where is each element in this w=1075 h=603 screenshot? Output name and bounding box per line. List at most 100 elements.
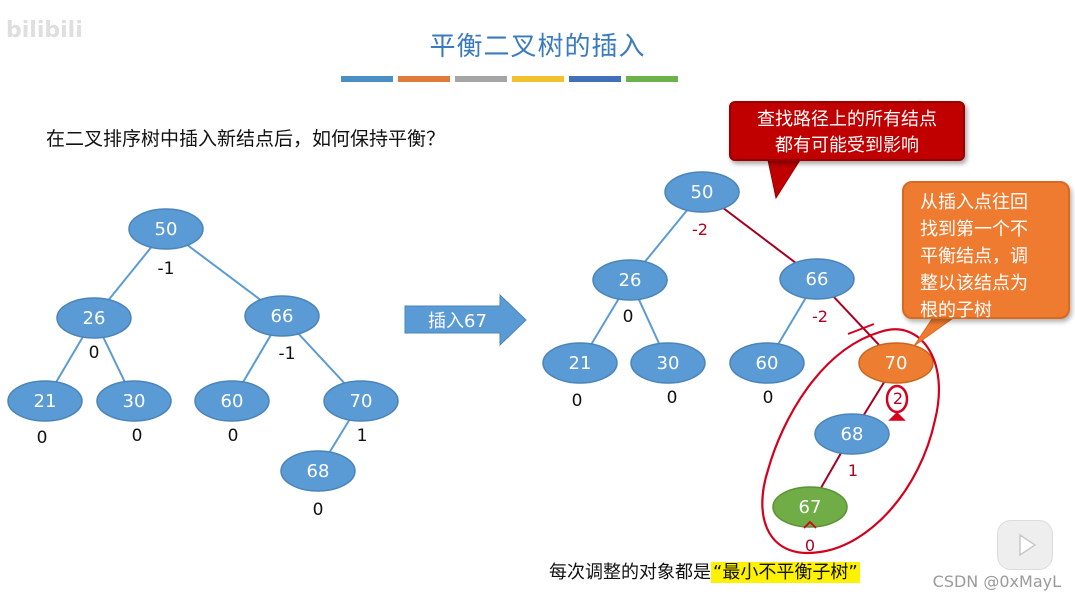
question-text: 在二叉排序树中插入新结点后，如何保持平衡？ <box>46 128 446 150</box>
left-balance-factor-21: 0 <box>37 428 48 448</box>
left-balance-factor-66: -1 <box>279 344 296 364</box>
bottom-note-prefix: 每次调整的对象都是 <box>549 562 711 583</box>
right-node-21: 21 <box>542 342 618 384</box>
right-balance-factor-30: 0 <box>667 388 678 408</box>
right-node-70: 70 <box>858 342 934 384</box>
left-balance-factor-70: 1 <box>357 426 368 446</box>
right-node-66-shape <box>779 258 855 300</box>
left-node-60-shape <box>194 380 270 422</box>
right-node-30-shape <box>630 342 706 384</box>
left-node-21: 21 <box>7 380 83 422</box>
edge-cut-mark <box>847 323 875 335</box>
right-balance-factor-68: 1 <box>848 461 858 480</box>
right-node-66-label: 66 <box>806 269 829 290</box>
right-node-60-label: 60 <box>756 353 779 374</box>
callout-orange-line-4: 整以该结点为 <box>920 273 1028 294</box>
left-node-60-label: 60 <box>221 391 244 412</box>
play-button[interactable] <box>997 520 1053 570</box>
callout-orange-line-1: 从插入点往回 <box>920 192 1028 213</box>
right-balance-factor-26: 0 <box>623 307 634 327</box>
left-node-21-shape <box>7 380 83 422</box>
right-node-60-shape <box>729 342 805 384</box>
balance-factor-2-mark <box>888 411 906 421</box>
left-node-26-label: 26 <box>83 308 106 329</box>
insert-arrow-shape <box>404 293 527 347</box>
right-node-68: 68 <box>814 413 890 455</box>
left-node-70: 70 <box>323 380 399 422</box>
left-node-26-shape <box>56 297 132 339</box>
title-underline-bar-3 <box>455 76 507 82</box>
callout-orange-line-2: 找到第一个不 <box>920 219 1028 240</box>
right-node-60: 60 <box>729 342 805 384</box>
left-node-66-label: 66 <box>271 306 294 327</box>
right-node-50: 50 <box>664 171 740 213</box>
title-underline-bar-5 <box>569 76 621 82</box>
callout-search-path-line-2: 都有可能受到影响 <box>775 135 919 156</box>
right-balance-factor-60: 0 <box>763 388 774 408</box>
right-node-50-label: 50 <box>691 182 714 203</box>
left-node-68-shape <box>280 450 356 492</box>
right-node-68-shape <box>814 413 890 455</box>
right-node-70-shape <box>858 342 934 384</box>
title-underline-bar-2 <box>398 76 450 82</box>
right-node-50-shape <box>664 171 740 213</box>
left-balance-factor-30: 0 <box>132 426 143 446</box>
left-node-66-shape <box>244 295 320 337</box>
left-node-50-label: 50 <box>155 219 178 240</box>
bottom-note: 每次调整的对象都是“最小不平衡子树” <box>549 558 860 584</box>
callout-search-path-pointer <box>767 159 801 200</box>
bottom-note-highlight: “最小不平衡子树” <box>711 562 860 583</box>
left-node-70-label: 70 <box>350 391 373 412</box>
right-node-21-label: 21 <box>569 353 592 374</box>
page-title: 平衡二叉树的插入 <box>429 32 646 62</box>
right-node-26-shape <box>592 259 668 301</box>
right-balance-factor-21: 0 <box>572 391 583 411</box>
left-node-50: 50 <box>128 208 204 250</box>
left-node-66: 66 <box>244 295 320 337</box>
left-node-30-shape <box>96 380 172 422</box>
right-node-67: 67 <box>772 486 848 528</box>
play-icon <box>1019 533 1037 557</box>
left-balance-factor-50: -1 <box>158 259 175 279</box>
left-node-21-label: 21 <box>34 391 57 412</box>
right-tree-nodes: 50 -2 26 0 66 -2 21 0 30 0 60 0 70 2 68 1 67 0 <box>542 171 934 555</box>
callout-search-path-line-1: 查找路径上的所有结点 <box>757 109 937 130</box>
left-node-26: 26 <box>56 297 132 339</box>
left-node-30-label: 30 <box>123 391 146 412</box>
left-node-30: 30 <box>96 380 172 422</box>
right-node-68-label: 68 <box>841 424 864 445</box>
right-balance-factor-67: 0 <box>805 536 815 555</box>
title-underline-bar-6 <box>626 76 678 82</box>
new-node-mark <box>803 520 817 529</box>
right-tree-edges <box>579 191 897 508</box>
insert-arrow: 插入67 <box>404 293 527 347</box>
left-node-70-shape <box>323 380 399 422</box>
right-balance-factor-50: -2 <box>692 220 708 239</box>
right-node-21-shape <box>542 342 618 384</box>
csdn-watermark: CSDN @0xMayL <box>932 572 1061 591</box>
right-node-26-label: 26 <box>619 270 642 291</box>
left-balance-factor-68: 0 <box>313 500 324 520</box>
right-node-67-label: 67 <box>799 497 822 518</box>
bilibili-watermark: bilibili <box>6 18 83 43</box>
title-underline-bar-1 <box>341 76 393 82</box>
callout-orange-line-3: 平衡结点，调 <box>920 246 1028 267</box>
callout-search-path: 查找路径上的所有结点 都有可能受到影响 <box>729 101 965 161</box>
left-node-68-label: 68 <box>307 461 330 482</box>
callout-min-unbalanced: 从插入点往回 找到第一个不 平衡结点，调 整以该结点为 根的子树 <box>902 181 1070 321</box>
insert-arrow-label: 插入67 <box>428 311 487 332</box>
right-node-30: 30 <box>630 342 706 384</box>
right-node-66: 66 <box>779 258 855 300</box>
right-balance-factor-70: 2 <box>893 389 903 408</box>
left-node-50-shape <box>128 208 204 250</box>
min-unbalanced-subtree-loop <box>761 328 940 555</box>
right-node-67-shape <box>772 486 848 528</box>
right-balance-factor-66: -2 <box>812 307 828 326</box>
hand-annotations <box>761 159 958 555</box>
left-balance-factor-26: 0 <box>89 343 100 363</box>
left-node-68: 68 <box>280 450 356 492</box>
callout-orange-line-5: 根的子树 <box>920 300 992 321</box>
right-node-26: 26 <box>592 259 668 301</box>
